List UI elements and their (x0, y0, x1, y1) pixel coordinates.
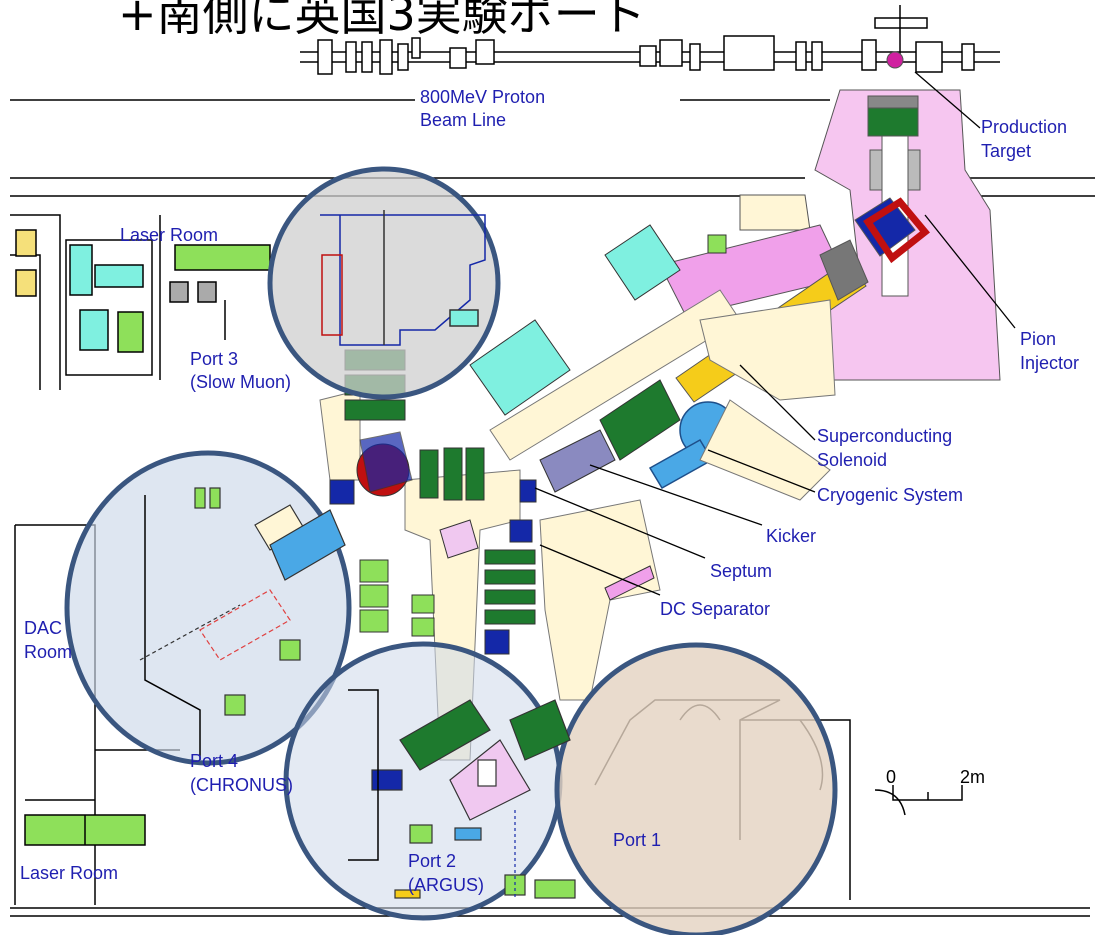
port3-label-1: Port 3 (190, 349, 239, 369)
beam-line-label-1: 800MeV Proton (420, 87, 546, 107)
port1-label: Port 1 (613, 830, 662, 850)
dc-separator-label: DC Separator (660, 599, 771, 619)
septum-label: Septum (710, 561, 773, 581)
sc-solenoid-label-1: Superconducting (817, 426, 953, 446)
pion-injector-label-2: Injector (1020, 353, 1080, 373)
port4-label-1: Port 4 (190, 751, 239, 771)
production-target-shield (739, 51, 1001, 381)
floor-blocks (359, 224, 727, 637)
scale-2m-label: 2m (960, 767, 986, 787)
page-title: +南側に英国3実験ポート (118, 0, 646, 41)
pion-injector-label-1: Pion (1020, 329, 1057, 349)
port1-circle (554, 642, 838, 935)
scale-0-label: 0 (886, 767, 897, 787)
laser-room-top-layout (10, 214, 271, 390)
leader-lines (534, 71, 1016, 596)
laser-room-top-label: Laser Room (120, 225, 219, 245)
left-rooms (14, 524, 180, 905)
port3-label-2: (Slow Muon) (190, 372, 292, 392)
port4-detail (139, 487, 346, 760)
port3-detail (320, 210, 486, 346)
port2-label-1: Port 2 (408, 851, 457, 871)
beam-line-label-2: Beam Line (420, 110, 507, 130)
port2-label-2: (ARGUS) (408, 875, 484, 895)
dac-room-label-2: Room (24, 642, 73, 662)
cryogenic-system-label: Cryogenic System (817, 485, 964, 505)
dac-room-label-1: DAC (24, 618, 63, 638)
sc-solenoid-label-2: Solenoid (817, 450, 888, 470)
laser-room-bottom-label: Laser Room (20, 863, 119, 883)
kicker-label: Kicker (766, 526, 817, 546)
beam-line-hardware (300, 5, 1000, 75)
port2-detail (348, 689, 576, 900)
port4-label-2: (CHRONUS) (190, 775, 293, 795)
production-target-label-2: Target (981, 141, 1032, 161)
scale-bar (892, 785, 963, 801)
production-target-label-1: Production (981, 117, 1068, 137)
